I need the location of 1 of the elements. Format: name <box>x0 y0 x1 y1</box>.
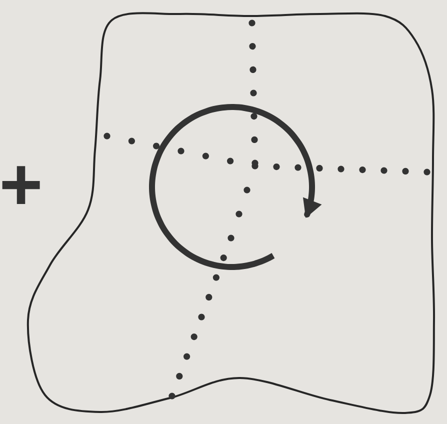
plus-sign: + <box>2 166 40 204</box>
